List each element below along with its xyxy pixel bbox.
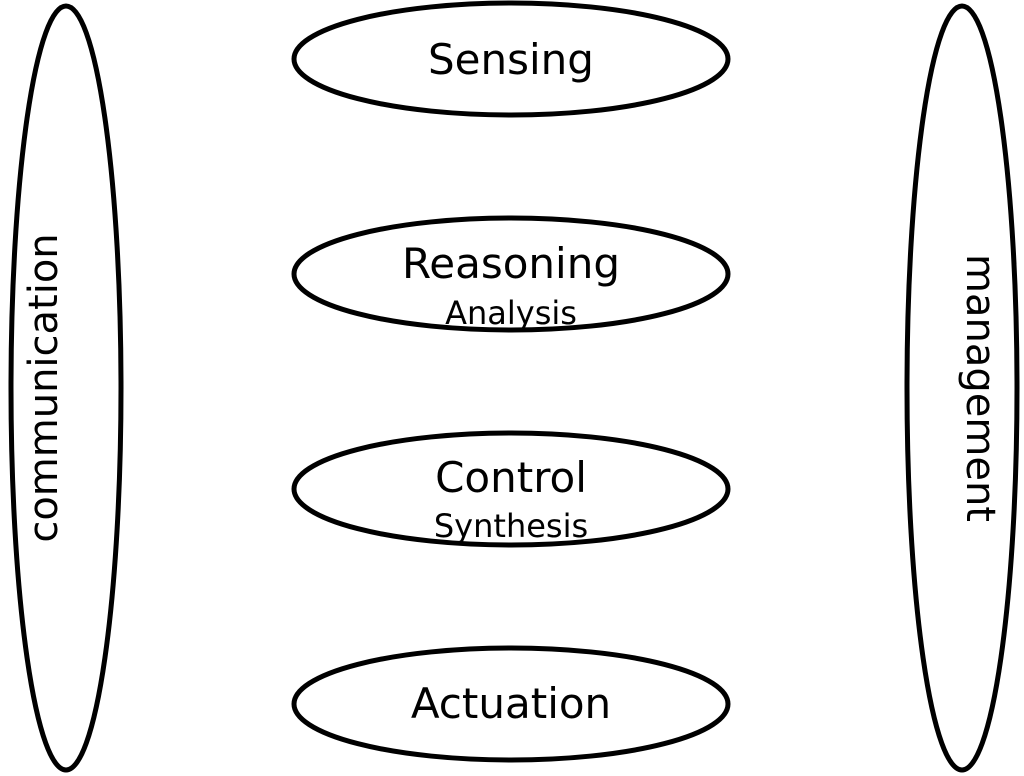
actuation-title: Actuation [411,679,611,728]
communication-pillar: communication [8,3,124,773]
actuation-node: Actuation [291,645,731,763]
management-ellipse [904,3,1020,773]
sensing-ellipse [291,0,731,118]
communication-label: communication [21,233,67,542]
actuation-ellipse [291,645,731,763]
control-ellipse [291,430,731,548]
reasoning-title: Reasoning [402,239,620,288]
control-node: Control Synthesis [291,430,731,548]
sensing-node: Sensing [291,0,731,118]
control-subtitle: Synthesis [434,507,588,545]
control-title: Control [435,453,587,502]
management-label: management [957,254,1003,522]
management-pillar: management [904,3,1020,773]
reasoning-node: Reasoning Analysis [291,215,731,333]
communication-ellipse [8,3,124,773]
reasoning-subtitle: Analysis [445,294,577,332]
reasoning-ellipse [291,215,731,333]
sensing-title: Sensing [428,35,594,84]
